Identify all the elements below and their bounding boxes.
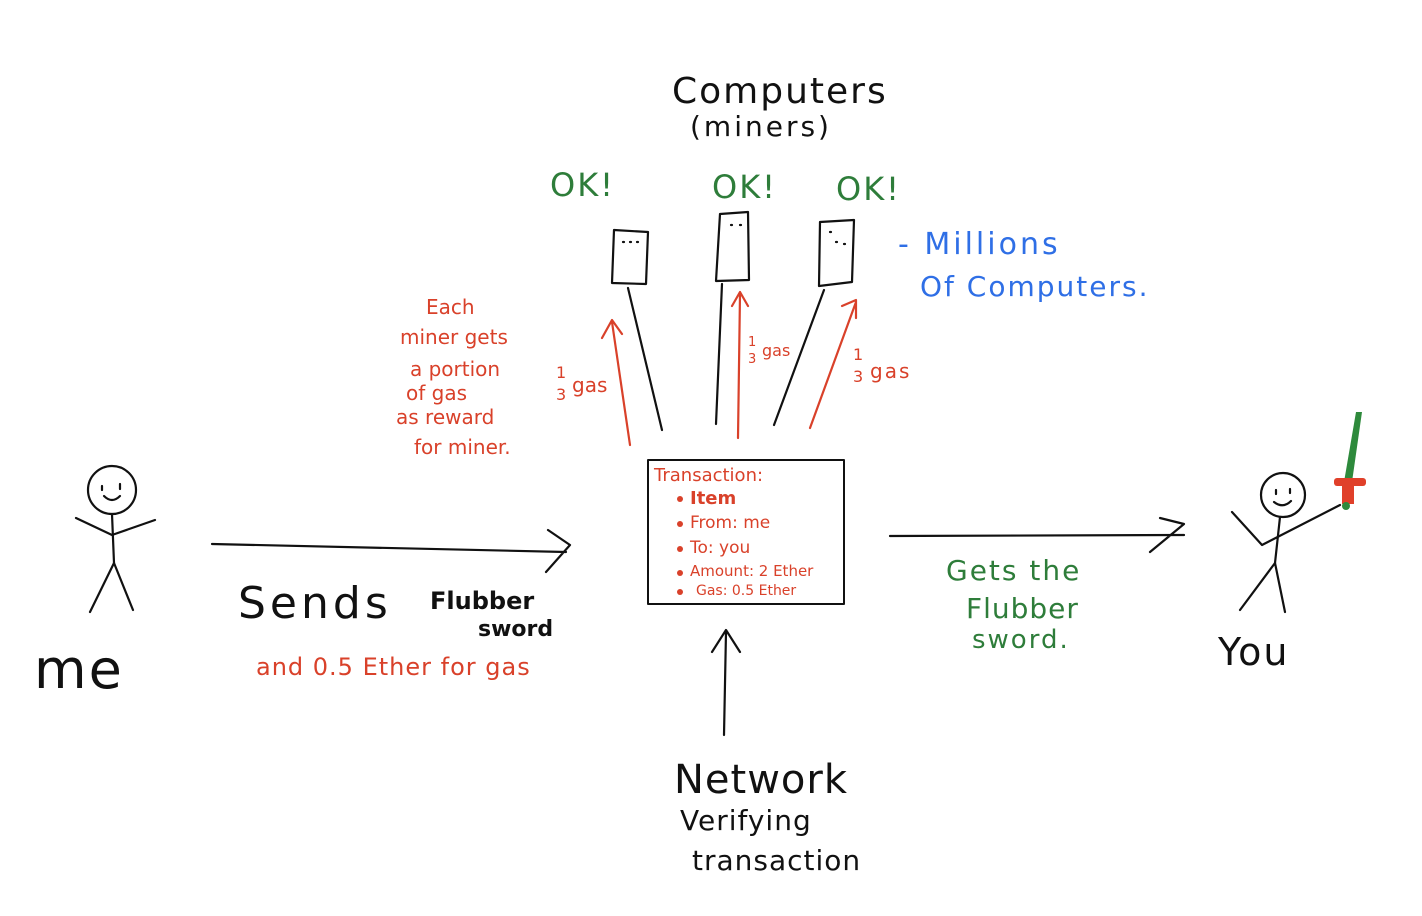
receiver-label: You [1218,630,1290,674]
gas-share-1-numerator: 1 [556,363,567,382]
gas-arrow-1 [600,318,632,447]
tx-bullet-1 [677,496,683,502]
network-arrow [710,628,742,737]
sender-stick-figure [74,464,157,614]
ok-label-2: OK! [712,168,777,206]
miner-link-3 [772,288,826,427]
gas-share-2-unit: gas [762,341,791,360]
transaction-title: Transaction: [654,465,764,486]
network-label: Network [674,757,849,803]
receive-arrow [888,516,1186,554]
transaction-to: To: you [690,538,751,558]
miner-link-1 [626,286,664,432]
sends-label: Sends [238,578,392,629]
flubber-sword [1334,412,1366,510]
miner-computer-1 [610,228,650,286]
reward-note-line-2: miner gets [400,325,508,349]
sender-label: me [34,638,124,701]
verifying-line-1: Verifying [680,804,812,837]
transaction-amount: Amount: 2 Ether [690,562,814,580]
millions-line-2: Of Computers. [920,270,1150,303]
transaction-from: From: me [690,513,771,533]
send-arrow [210,528,572,574]
gas-share-2-denominator: 3 [748,352,757,367]
gets-line-2: Flubber [966,592,1079,625]
miner-link-2 [714,282,724,426]
gets-line-1: Gets the [946,554,1082,587]
verifying-line-2: transaction [692,844,862,877]
gas-arrow-2 [730,290,750,440]
tx-bullet-5 [677,589,683,595]
computers-label: Computers [672,71,888,112]
ether-note: and 0.5 Ether for gas [256,653,531,681]
gas-share-1-unit: gas [572,373,608,397]
gets-line-3: sword. [972,625,1070,655]
gas-share-2-numerator: 1 [748,335,757,350]
ok-label-3: OK! [836,170,901,208]
ok-label-1: OK! [550,166,615,204]
gas-share-3-numerator: 1 [853,345,864,364]
gas-share-3-denominator: 3 [853,367,864,386]
gas-share-1-denominator: 3 [556,385,567,404]
reward-note-line-6: for miner. [414,435,511,459]
miners-label: (miners) [690,110,832,143]
reward-note-line-3: a portion [410,357,501,381]
gas-arrow-3 [808,298,858,430]
tx-bullet-4 [677,570,683,576]
receiver-stick-figure [1230,471,1342,614]
transaction-gas: Gas: 0.5 Ether [696,583,797,599]
flubber-line-2: sword [478,617,554,642]
miner-computer-2 [714,210,751,283]
millions-line-1: - Millions [898,227,1061,262]
tx-bullet-2 [677,521,683,527]
gas-share-3-unit: gas [870,359,912,383]
miner-computer-3 [817,218,856,288]
transaction-item: Item [690,488,737,509]
reward-note-line-1: Each [426,295,475,319]
transaction-box [647,459,845,605]
reward-note-line-4: of gas [406,381,468,405]
flubber-line-1: Flubber [430,587,535,615]
tx-bullet-3 [677,546,683,552]
reward-note-line-5: as reward [396,405,495,429]
